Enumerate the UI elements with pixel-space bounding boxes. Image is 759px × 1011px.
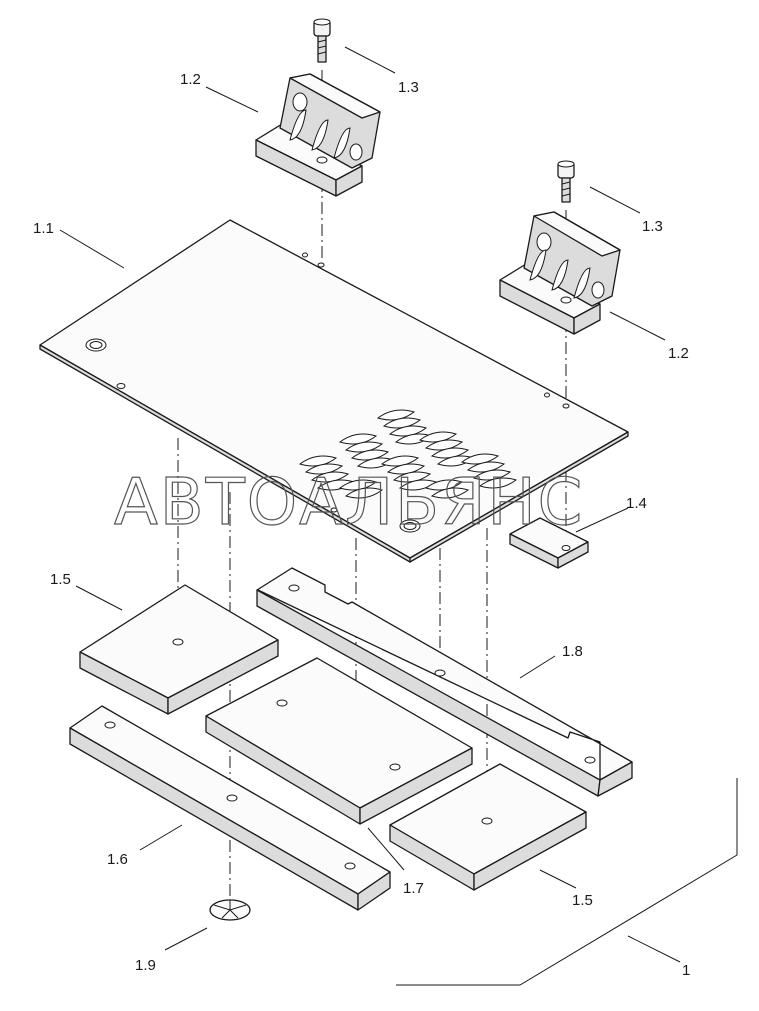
- ventilation-slots: [298, 409, 518, 499]
- callout-1-7: 1.7: [403, 880, 424, 897]
- callout-labels: 1.2 1.3 1.3 1.1 1.2 1.4 1.5 1.8 1.6 1.7 …: [33, 71, 690, 979]
- callout-1-2-top: 1.2: [180, 71, 201, 88]
- callout-1-9: 1.9: [135, 957, 156, 974]
- block-1-4: [509, 517, 589, 569]
- leader-lines: [59, 46, 681, 963]
- hinge-1-2-top: [255, 73, 381, 197]
- strip-1-6: [69, 705, 391, 911]
- cover-plate-1-1: [39, 219, 629, 563]
- callout-1-4: 1.4: [626, 495, 647, 512]
- callout-1-5-left: 1.5: [50, 571, 71, 588]
- callout-1-8: 1.8: [562, 643, 583, 660]
- strip-1-8: [256, 567, 633, 797]
- callout-1-6: 1.6: [107, 851, 128, 868]
- callout-1-1: 1.1: [33, 220, 54, 237]
- pad-1-7-center: [205, 657, 473, 825]
- pad-1-5-right: [389, 763, 587, 891]
- screw-1-3-right: [557, 160, 575, 203]
- callout-1-3-right: 1.3: [642, 218, 663, 235]
- fastener-1-9: [209, 899, 251, 921]
- hinge-1-2-right: [499, 211, 621, 335]
- watermark-text: АВТОАЛЬЯНС: [114, 466, 584, 540]
- callout-1-5-right: 1.5: [572, 892, 593, 909]
- callout-1-3-top: 1.3: [398, 79, 419, 96]
- pad-1-5-left: [79, 584, 279, 715]
- assembly-bracket: [396, 778, 738, 986]
- callout-1-2-right: 1.2: [668, 345, 689, 362]
- screw-1-3-top: [313, 18, 331, 63]
- callout-1: 1: [682, 962, 690, 979]
